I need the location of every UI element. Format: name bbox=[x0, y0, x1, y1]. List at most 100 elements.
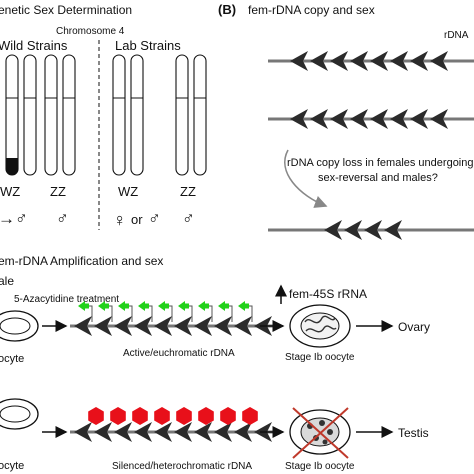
active-rdna-label: Active/euchromatic rDNA bbox=[123, 348, 235, 359]
rdna-repeat-arrow bbox=[290, 109, 308, 129]
transcription-arrows bbox=[78, 301, 253, 322]
rdna-repeat-arrow bbox=[370, 51, 388, 71]
oocyte-label-bottom: ocyte bbox=[0, 460, 24, 472]
rdna-label: rDNA bbox=[444, 30, 469, 41]
green-transcription-arrow bbox=[98, 301, 109, 311]
panel-c-title: em-rDNA Amplification and sex bbox=[0, 254, 163, 268]
rdna-repeat-arrow bbox=[310, 109, 328, 129]
rdna-repeat-arrow bbox=[430, 109, 448, 129]
genotype-label: WZ bbox=[0, 184, 20, 199]
rdna-repeat-arrow bbox=[134, 316, 152, 336]
nucleus-icon bbox=[0, 317, 31, 335]
rdna-repeat-arrow bbox=[154, 422, 172, 442]
chromosome bbox=[112, 54, 126, 176]
silencing-hexagon bbox=[198, 407, 214, 425]
rdna-array-active bbox=[74, 316, 272, 336]
rdna-repeat-arrow bbox=[330, 51, 348, 71]
rdna-repeat-arrow bbox=[384, 220, 402, 240]
chromosome bbox=[193, 54, 207, 176]
nucleolus-dot bbox=[322, 439, 328, 445]
stage-ib-oocyte-top bbox=[289, 304, 351, 348]
rdna-array-silenced bbox=[74, 422, 272, 442]
green-transcription-arrow bbox=[178, 301, 189, 311]
chromatin-icon bbox=[305, 325, 337, 333]
ovary-label: Ovary bbox=[398, 320, 430, 334]
rdna-repeat-arrow bbox=[310, 51, 328, 71]
rdna-repeat-arrow bbox=[214, 422, 232, 442]
silencing-hexagon bbox=[242, 407, 258, 425]
stage-label-top: Stage Ib oocyte bbox=[285, 352, 355, 363]
rdna-repeat-arrow bbox=[390, 109, 408, 129]
rdna-repeat-arrow bbox=[364, 220, 382, 240]
green-transcription-arrow bbox=[118, 301, 129, 311]
silenced-rdna-label: Silenced/heterochromatic rDNA bbox=[112, 461, 252, 472]
rdna-repeat-arrow bbox=[114, 422, 132, 442]
panel-b-title: fem-rDNA copy and sex bbox=[248, 3, 375, 17]
rdna-repeat-arrow bbox=[290, 51, 308, 71]
rdna-repeat-arrow bbox=[194, 422, 212, 442]
sex-symbol-wild-wz: →♂ bbox=[0, 209, 28, 228]
silencing-hexagon bbox=[132, 407, 148, 425]
chromosome-pair-wild-wz bbox=[5, 54, 37, 176]
azacytidine-label: 5-Azacytidine treatment bbox=[14, 294, 119, 305]
panel-b: (B) fem-rDNA copy and sex rDNA rDNA copy… bbox=[218, 2, 474, 240]
panel-a: enetic Sex Determination Chromosome 4 Wi… bbox=[0, 3, 207, 230]
chromosome bbox=[130, 54, 144, 176]
silencing-marks bbox=[88, 407, 258, 425]
sex-symbol-lab-male: ♂ bbox=[148, 209, 161, 228]
green-transcription-arrow bbox=[198, 301, 209, 311]
fem45s-label: fem-45S rRNA bbox=[289, 287, 367, 301]
rdna-repeat-arrow bbox=[134, 422, 152, 442]
stage-ib-oocyte-bottom bbox=[289, 407, 351, 459]
rdna-repeat-arrow bbox=[94, 316, 112, 336]
chromosome bbox=[5, 54, 19, 176]
green-transcription-arrow bbox=[138, 301, 149, 311]
wild-strains-label: Wild Strains bbox=[0, 38, 68, 53]
chromosome bbox=[44, 54, 58, 176]
rdna-repeat-arrow bbox=[234, 316, 252, 336]
chromosome-pair-lab-zz bbox=[175, 54, 207, 176]
chromosome bbox=[62, 54, 76, 176]
green-transcription-arrow bbox=[158, 301, 169, 311]
rdna-repeat-arrow bbox=[94, 422, 112, 442]
chromatin-icon bbox=[304, 315, 336, 324]
w-chromosome-band bbox=[6, 158, 18, 175]
rdna-repeat-arrow bbox=[114, 316, 132, 336]
nucleolus-dot bbox=[319, 420, 325, 426]
rdna-repeat-arrow bbox=[234, 422, 252, 442]
green-transcription-arrow bbox=[238, 301, 249, 311]
nucleus-icon bbox=[0, 405, 31, 423]
rdna-repeat-arrow bbox=[324, 220, 342, 240]
rdna-array-reduced bbox=[324, 220, 402, 240]
rdna-repeat-arrow bbox=[174, 316, 192, 336]
genotype-label: ZZ bbox=[180, 184, 196, 199]
rdna-repeat-arrow bbox=[214, 316, 232, 336]
copy-loss-arrow bbox=[284, 149, 328, 208]
chromosome-label: Chromosome 4 bbox=[56, 26, 125, 37]
testis-label: Testis bbox=[398, 426, 429, 440]
silencing-hexagon bbox=[176, 407, 192, 425]
rdna-repeat-arrow bbox=[430, 51, 448, 71]
rdna-repeat-arrow bbox=[74, 316, 92, 336]
genotype-label: ZZ bbox=[50, 184, 66, 199]
lab-strains-label: Lab Strains bbox=[115, 38, 181, 53]
rdna-repeat-arrow bbox=[350, 51, 368, 71]
rdna-repeat-arrow bbox=[344, 220, 362, 240]
rdna-repeat-arrow bbox=[410, 51, 428, 71]
sex-symbol-lab-female: ♀ bbox=[113, 210, 127, 230]
rdna-array-top bbox=[290, 51, 448, 71]
panel-c: em-rDNA Amplification and sex ale 5-Azac… bbox=[0, 254, 430, 472]
rdna-repeat-arrow bbox=[350, 109, 368, 129]
silencing-hexagon bbox=[110, 407, 126, 425]
stage-label-bottom: Stage Ib oocyte bbox=[285, 461, 355, 472]
sex-symbol-lab-zz: ♂ bbox=[182, 209, 195, 228]
copy-loss-question-line1: rDNA copy loss in females undergoing bbox=[287, 157, 473, 169]
nucleolus-dot bbox=[327, 429, 333, 435]
panel-a-title: enetic Sex Determination bbox=[0, 3, 132, 17]
rdna-repeat-arrow bbox=[154, 316, 172, 336]
silencing-hexagon bbox=[220, 407, 236, 425]
nucleus-icon bbox=[300, 312, 340, 340]
panel-b-letter: (B) bbox=[218, 2, 236, 17]
green-transcription-arrow bbox=[218, 301, 229, 311]
